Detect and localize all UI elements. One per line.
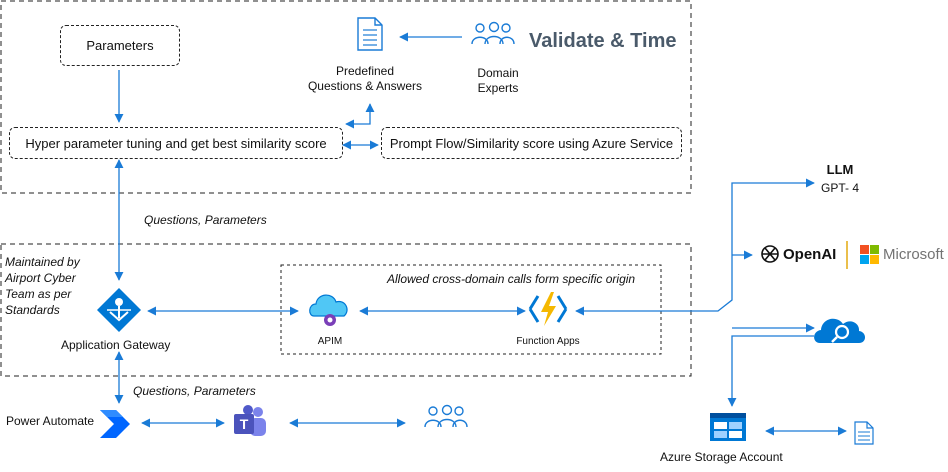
parameters-box: Parameters (60, 25, 180, 66)
apim-icon (309, 294, 348, 326)
storage-label: Azure Storage Account (660, 450, 783, 464)
power-automate-label: Power Automate (6, 414, 95, 428)
allowed-calls-label: Allowed cross-domain calls form specific… (387, 272, 636, 286)
llm-label: LLM (826, 162, 854, 177)
microsoft-label: Microsoft (883, 246, 944, 263)
openai-label: OpenAI (783, 246, 837, 263)
function-apps-label: Function Apps (516, 336, 580, 347)
app-gateway-label: Application Gateway (61, 338, 171, 352)
predefined-qa-label: Predefined Questions & Answers (307, 64, 423, 93)
top-region (0, 0, 692, 194)
gpt4-label: GPT- 4 (820, 181, 859, 195)
validate-time-title: Validate & Time (529, 30, 677, 52)
cognitive-search-icon (814, 318, 865, 343)
arrow-search-to-storage (727, 335, 814, 407)
people-icon (424, 404, 468, 428)
prompt-flow-label: Prompt Flow/Similarity score using Azure… (389, 135, 674, 151)
connectors (114, 32, 847, 436)
document-icon (357, 17, 383, 51)
app-gateway-icon (97, 288, 141, 332)
openai-icon (761, 245, 779, 263)
people-icon (471, 21, 515, 45)
parameters-label: Parameters (86, 38, 154, 53)
function-apps-icon (528, 292, 568, 326)
svg-text:T: T (240, 416, 249, 432)
questions-params-bottom-label: Questions, Parameters (133, 384, 256, 398)
prompt-flow-box: Prompt Flow/Similarity score using Azure… (381, 127, 682, 159)
arrow-function-services (575, 178, 815, 316)
hyper-param-box: Hyper parameter tuning and get best simi… (9, 127, 343, 159)
power-automate-icon (100, 410, 130, 438)
storage-icon (710, 413, 746, 441)
questions-params-top-label: Questions, Parameters (144, 213, 267, 227)
arrow-tuning-to-qa (345, 103, 375, 129)
teams-icon: T (234, 405, 266, 436)
maintained-by-label: Maintained by Airport Cyber Team as per … (5, 255, 80, 317)
microsoft-icon (860, 245, 879, 264)
document-icon (854, 421, 874, 445)
apim-label: APIM (317, 336, 343, 347)
hyper-param-label: Hyper parameter tuning and get best simi… (25, 135, 327, 151)
domain-experts-label: Domain Experts (477, 66, 519, 95)
